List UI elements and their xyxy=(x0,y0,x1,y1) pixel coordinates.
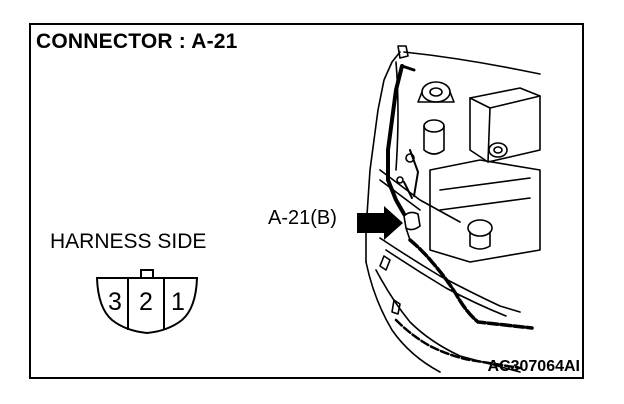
connector-face: 3 2 1 xyxy=(95,269,199,335)
engine-bay-illustration xyxy=(365,45,541,373)
connector-title: CONNECTOR : A-21 xyxy=(36,30,238,53)
pin-label: 2 xyxy=(139,288,153,316)
pin-label: 1 xyxy=(171,288,185,316)
callout-arrow xyxy=(357,206,403,240)
harness-side-label: HARNESS SIDE xyxy=(50,230,207,253)
pin-label: 3 xyxy=(108,288,122,316)
connector-location-callout: A-21(B) xyxy=(268,207,337,229)
wiring-harness xyxy=(386,64,534,370)
figure-code: AC307064AI xyxy=(487,358,581,375)
